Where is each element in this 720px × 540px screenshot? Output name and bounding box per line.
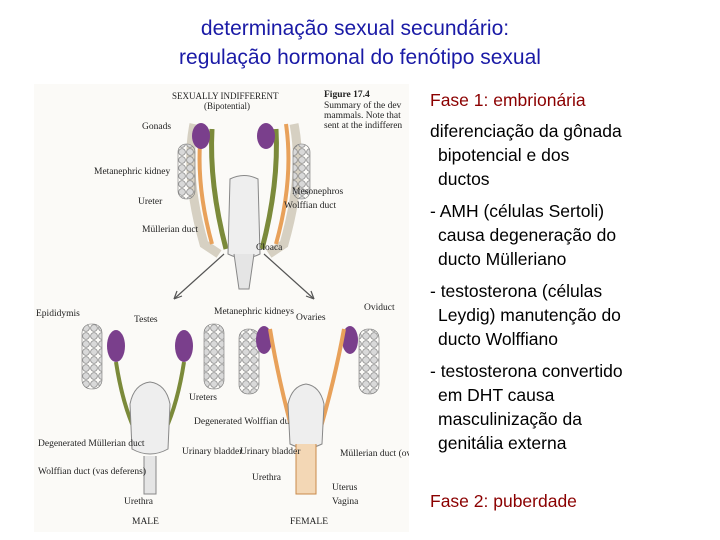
label-male: MALE <box>132 517 159 527</box>
label-degenerated-wolffian: Degenerated Wolffian duct <box>194 416 297 427</box>
label-wolffian-duct: Wolffian duct <box>284 200 336 211</box>
p2-line-1: - AMH (células Sertoli) <box>430 201 605 221</box>
label-urethra-female: Urethra <box>252 473 282 483</box>
p4-line-3: masculinização da <box>438 409 582 429</box>
kidney-left-icon <box>177 143 196 200</box>
p3-line-1: - testosterona (células <box>430 281 603 301</box>
p2-line-3: ducto Mülleriano <box>438 249 567 269</box>
p3-line-3: ducto Wolffiano <box>438 329 558 349</box>
reproductive-tract-diagram: SEXUALLY INDIFFERENT (Bipotential) Figur… <box>34 84 409 532</box>
label-ureter: Ureter <box>138 197 163 207</box>
p2-line-2: causa degeneração do <box>438 225 617 245</box>
subheading-bipotential: (Bipotential) <box>204 101 250 111</box>
label-metanephric-kidney: Metanephric kidney <box>94 167 170 177</box>
kidney-right-icon <box>292 143 311 200</box>
label-degenerated-mullerian: Degenerated Müllerian duct <box>38 439 145 449</box>
arrow-to-male-icon <box>173 253 225 300</box>
label-urinary-bladder-male: Urinary bladder <box>182 447 243 457</box>
label-mullerian-oviduct: Müllerian duct (oviduct) <box>340 448 409 459</box>
label-female: FEMALE <box>290 517 328 527</box>
female-stage <box>238 326 380 495</box>
paragraph-dht: - testosterona convertido em DHT causa m… <box>430 359 715 455</box>
p1-line-2: bipotencial e dos <box>438 145 570 165</box>
label-wolffian-vas: Wolffian duct (vas deferens) <box>38 466 146 477</box>
p1-line-1: diferenciação da gônada <box>430 121 622 141</box>
caption-line-1: Summary of the dev <box>324 100 402 111</box>
gonad-left-icon <box>192 123 210 149</box>
label-urinary-bladder-female: Urinary bladder <box>240 447 301 457</box>
caption-line-3: sent at the indifferen <box>324 120 402 131</box>
p4-line-2: em DHT causa <box>438 385 555 405</box>
label-cloaca: Cloaca <box>256 243 283 253</box>
gonad-right-icon <box>257 123 275 149</box>
label-testes: Testes <box>134 315 158 325</box>
phase-1-heading: Fase 1: embrionária <box>430 90 586 110</box>
label-ovaries: Ovaries <box>296 313 326 323</box>
label-ureters: Ureters <box>189 393 217 403</box>
label-urethra-male: Urethra <box>124 497 154 507</box>
label-gonads: Gonads <box>142 122 171 132</box>
male-stage <box>81 323 225 495</box>
p3-line-2: Leydig) manutenção do <box>438 305 621 325</box>
title-line-1: determinação sexual secundário: <box>200 17 510 40</box>
label-oviduct: Oviduct <box>364 303 395 313</box>
arrow-to-female-icon <box>263 253 315 300</box>
caption-line-2: mammals. Note that <box>324 111 401 121</box>
label-metanephric-kidneys: Metanephric kidneys <box>214 307 294 317</box>
title-line-2: regulação hormonal do fenótipo sexual <box>179 46 541 69</box>
explanation-text: Fase 1: embrionária diferenciação da gôn… <box>430 88 715 455</box>
label-vagina: Vagina <box>332 497 359 507</box>
indifferent-stage <box>177 123 311 290</box>
label-uterus: Uterus <box>332 483 358 493</box>
phase-2-heading: Fase 2: puberdade <box>430 491 577 511</box>
paragraph-amh: - AMH (células Sertoli) causa degeneraçã… <box>430 199 715 271</box>
p1-line-3: ductos <box>438 169 490 189</box>
caption-title: Figure 17.4 <box>324 90 370 100</box>
p4-line-4: genitália externa <box>438 433 567 453</box>
heading-indifferent: SEXUALLY INDIFFERENT <box>172 91 279 101</box>
p4-line-1: - testosterona convertido <box>430 361 623 381</box>
paragraph-gonad-differentiation: diferenciação da gônada bipotencial e do… <box>430 119 715 191</box>
label-mesonephros: Mesonephros <box>292 187 343 197</box>
paragraph-testosterone: - testosterona (células Leydig) manutenç… <box>430 279 715 351</box>
label-epididymis: Epididymis <box>36 309 80 319</box>
label-mullerian-duct: Müllerian duct <box>142 225 199 235</box>
